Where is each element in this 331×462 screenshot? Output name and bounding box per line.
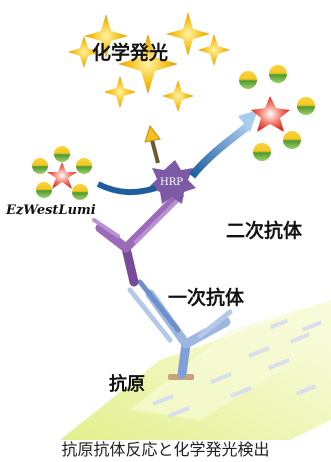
membrane	[60, 300, 331, 440]
hrp-label: HRP	[160, 177, 183, 188]
secondary-antibody-label: 二次抗体	[226, 220, 303, 242]
membrane-bands	[152, 318, 323, 418]
diagram-caption: 抗原抗体反応と化学発光検出	[61, 440, 270, 459]
antigen-label: 抗原	[109, 374, 145, 395]
substrate-arrow	[96, 181, 157, 196]
product-cluster	[239, 65, 315, 161]
chemiluminescence-stars	[68, 12, 230, 112]
chemiluminescence-label: 化学発光	[92, 42, 169, 64]
substrate-cluster	[32, 146, 92, 200]
secondary-antibody	[92, 193, 184, 287]
hrp-enzyme	[149, 160, 196, 204]
primary-antibody	[127, 279, 233, 379]
product-name-label: EzWestLumi	[6, 203, 96, 218]
product-arrow	[188, 110, 258, 179]
signal-arrow	[144, 124, 161, 164]
primary-antibody-label: 一次抗体	[168, 287, 245, 309]
